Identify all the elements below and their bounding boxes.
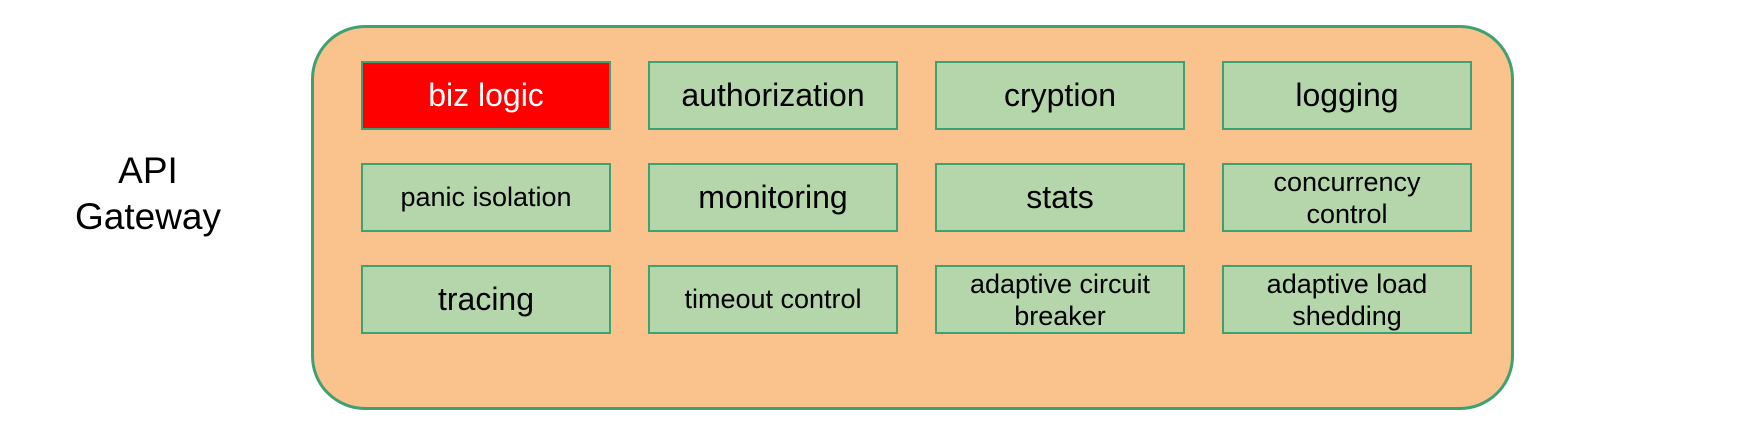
capability-cell-logging[interactable]: logging (1222, 61, 1472, 130)
capability-cell-adaptive-circuit-breaker[interactable]: adaptive circuit breaker (935, 265, 1185, 334)
capability-cell-panic-isolation[interactable]: panic isolation (361, 163, 611, 232)
api-gateway-label: API Gateway (74, 150, 221, 237)
capability-row: tracing timeout control adaptive circuit… (361, 265, 1473, 334)
capability-cell-adaptive-load-shedding[interactable]: adaptive load shedding (1222, 265, 1472, 334)
capability-cell-tracing[interactable]: tracing (361, 265, 611, 334)
capability-cell-concurrency-control[interactable]: concurrency control (1222, 163, 1472, 232)
capability-row: panic isolation monitoring stats concurr… (361, 163, 1473, 232)
capability-grid: biz logic authorization cryption logging… (361, 61, 1473, 334)
capability-row: biz logic authorization cryption logging (361, 61, 1473, 130)
capability-cell-stats[interactable]: stats (935, 163, 1185, 232)
capability-cell-monitoring[interactable]: monitoring (648, 163, 898, 232)
capability-cell-timeout-control[interactable]: timeout control (648, 265, 898, 334)
capability-cell-biz-logic[interactable]: biz logic (361, 61, 611, 130)
api-gateway-container: biz logic authorization cryption logging… (311, 25, 1514, 410)
capability-cell-cryption[interactable]: cryption (935, 61, 1185, 130)
capability-cell-authorization[interactable]: authorization (648, 61, 898, 130)
